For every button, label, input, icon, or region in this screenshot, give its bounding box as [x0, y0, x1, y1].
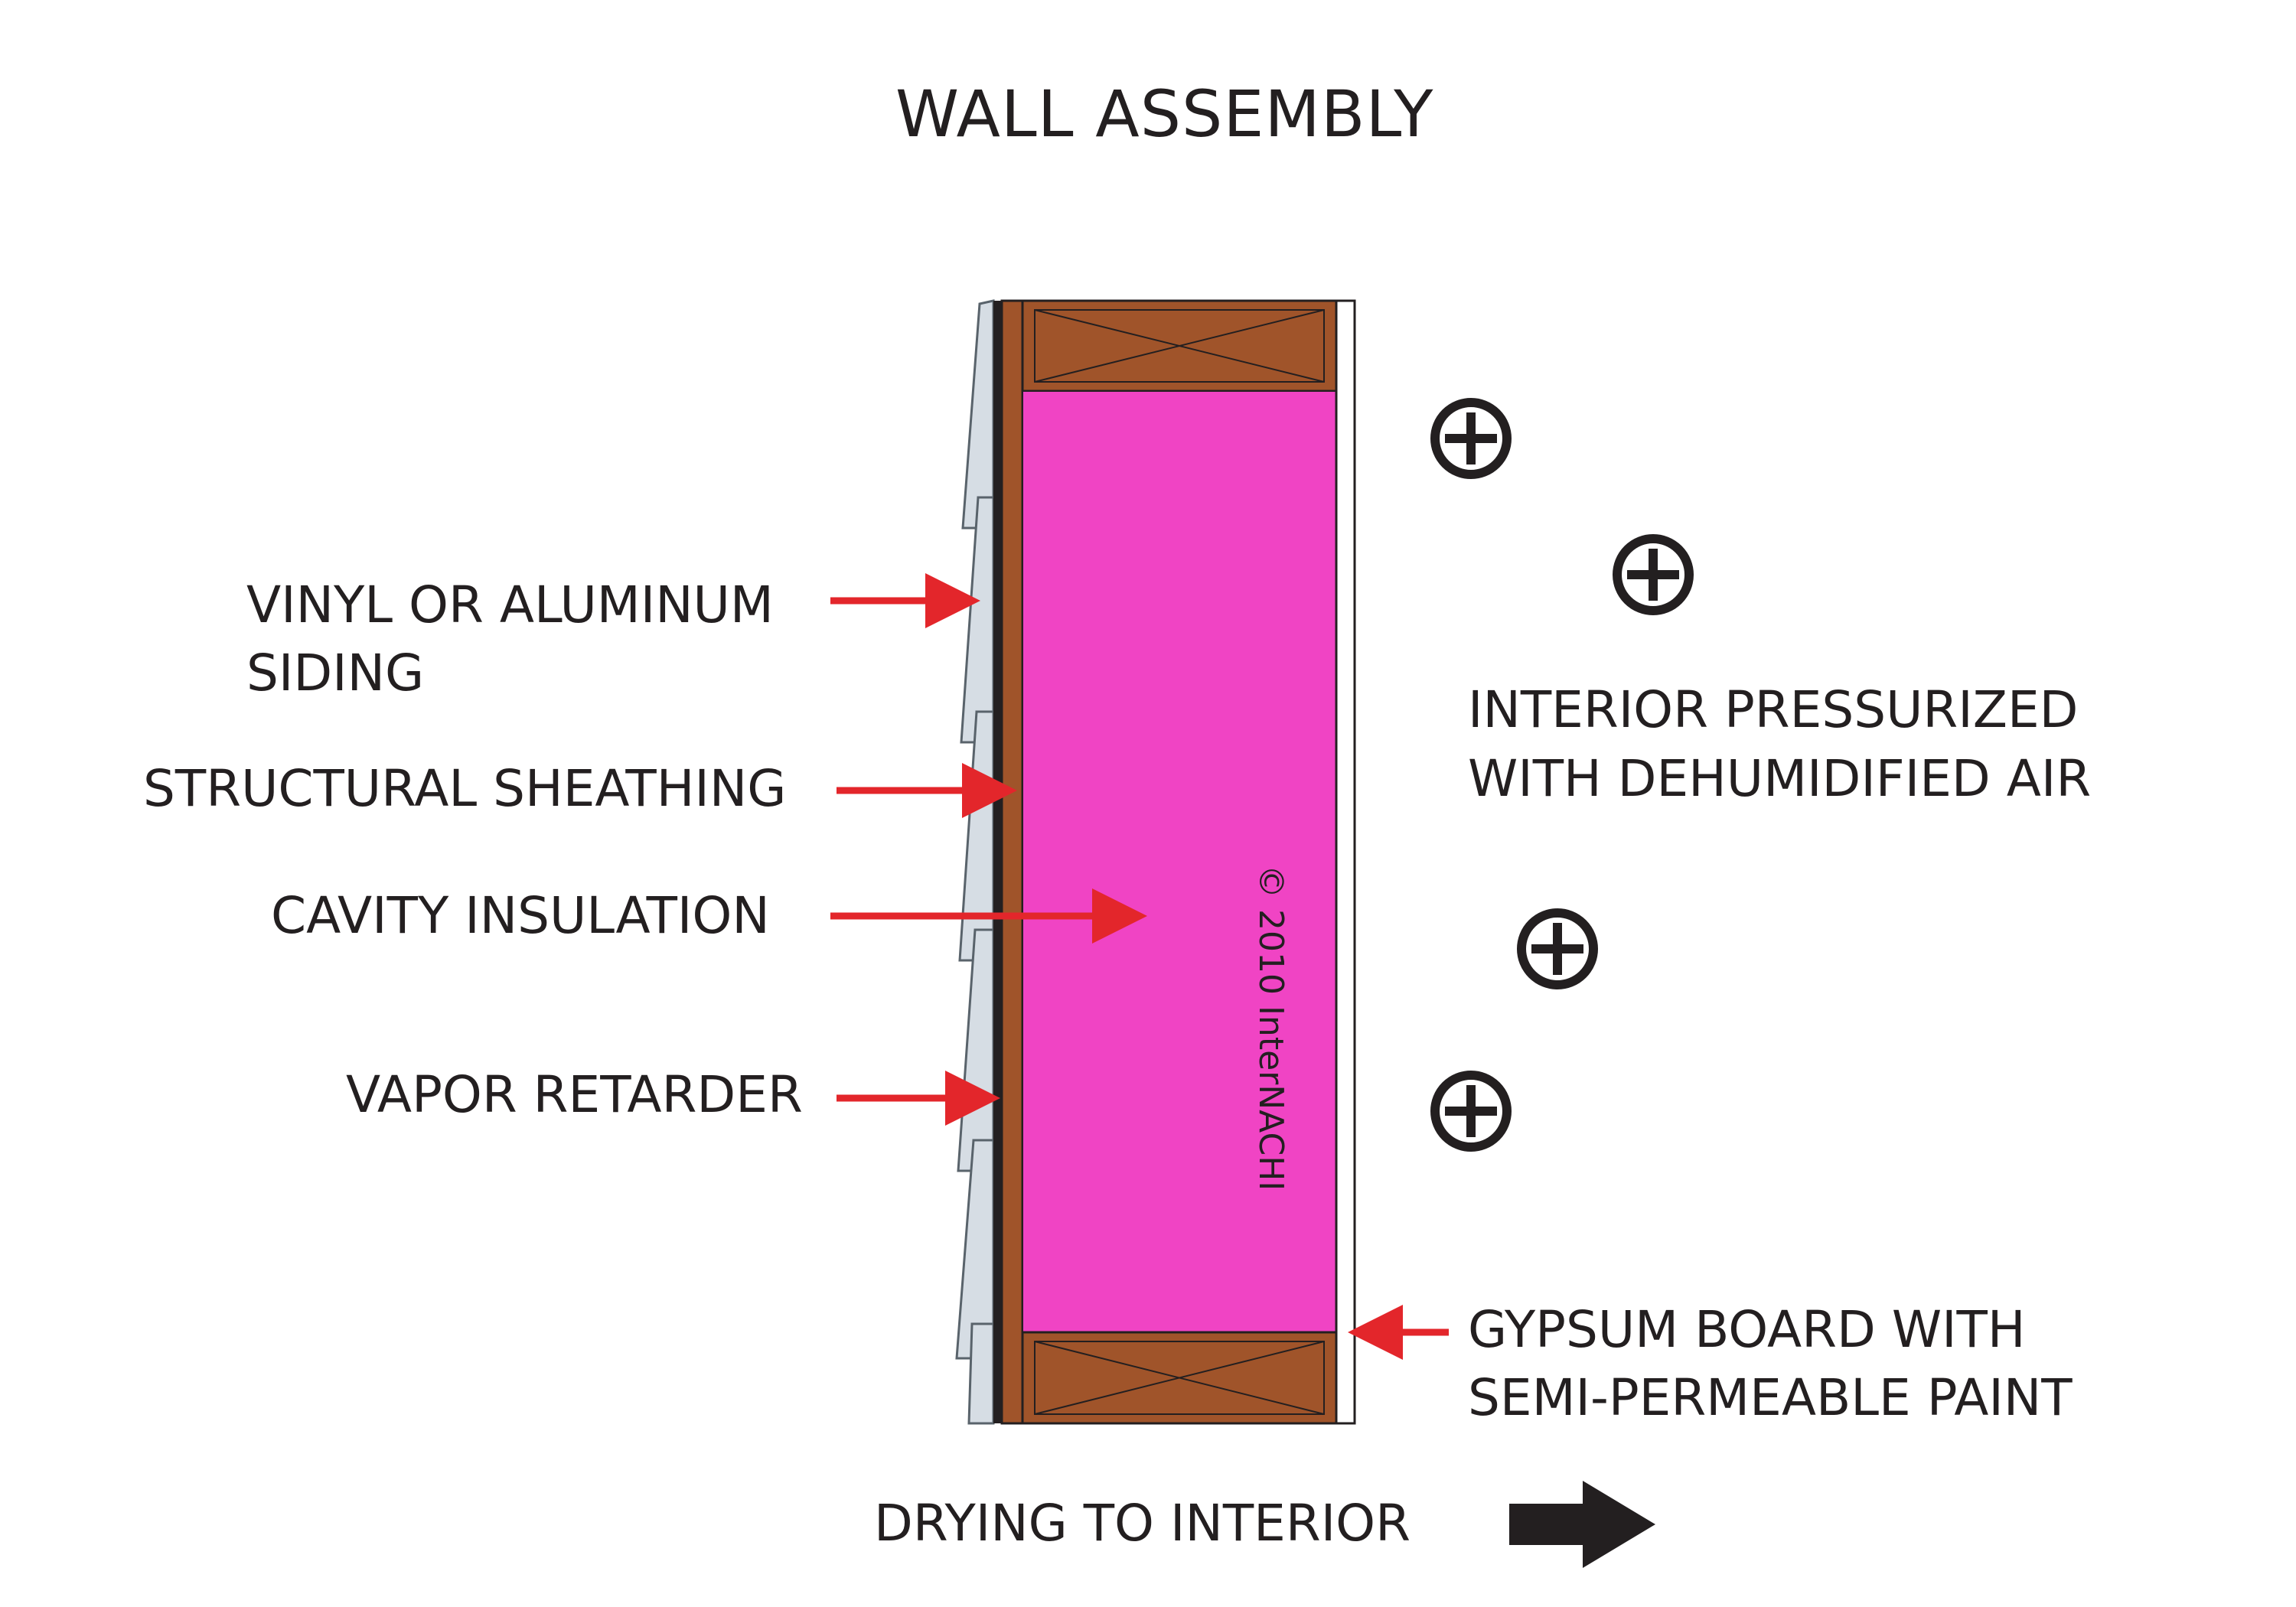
vapor-retarder: [993, 301, 1002, 1423]
gypsum-label-line1: GYPSUM BOARD WITH: [1468, 1300, 2026, 1359]
gypsum-board: [1335, 299, 1356, 1425]
plus-circle-icon: [1430, 398, 1512, 479]
insulation-label: CAVITY INSULATION: [271, 886, 770, 945]
drying-label: DRYING TO INTERIOR: [874, 1494, 1411, 1553]
plus-circle-icon: [1430, 1071, 1512, 1152]
page-title: WALL ASSEMBLY: [895, 77, 1434, 152]
plus-circle-icon: [1613, 534, 1694, 615]
bottom-plate: [1021, 1331, 1338, 1425]
structural-sheathing: [1000, 299, 1024, 1425]
copyright-watermark: © 2010 InterNACHI: [1251, 865, 1290, 1191]
plus-circle-icon: [1517, 908, 1598, 989]
vapor-retarder-label: VAPOR RETARDER: [346, 1065, 803, 1124]
top-plate: [1021, 299, 1338, 393]
right-arrow-icon: [1509, 1481, 1655, 1568]
siding-panels: [955, 299, 995, 1425]
interior-label-line2: WITH DEHUMIDIFIED AIR: [1468, 749, 2092, 808]
siding-label-line1: VINYL OR ALUMINUM: [246, 575, 774, 634]
siding-label-line2: SIDING: [246, 644, 425, 702]
sheathing-label: STRUCTURAL SHEATHING: [143, 759, 787, 818]
cavity-insulation: [1022, 390, 1337, 1333]
interior-label-line1: INTERIOR PRESSURIZED: [1468, 680, 2079, 739]
pointer-arrows: [830, 573, 1449, 1360]
gypsum-label-line2: SEMI-PERMEABLE PAINT: [1468, 1368, 2073, 1427]
